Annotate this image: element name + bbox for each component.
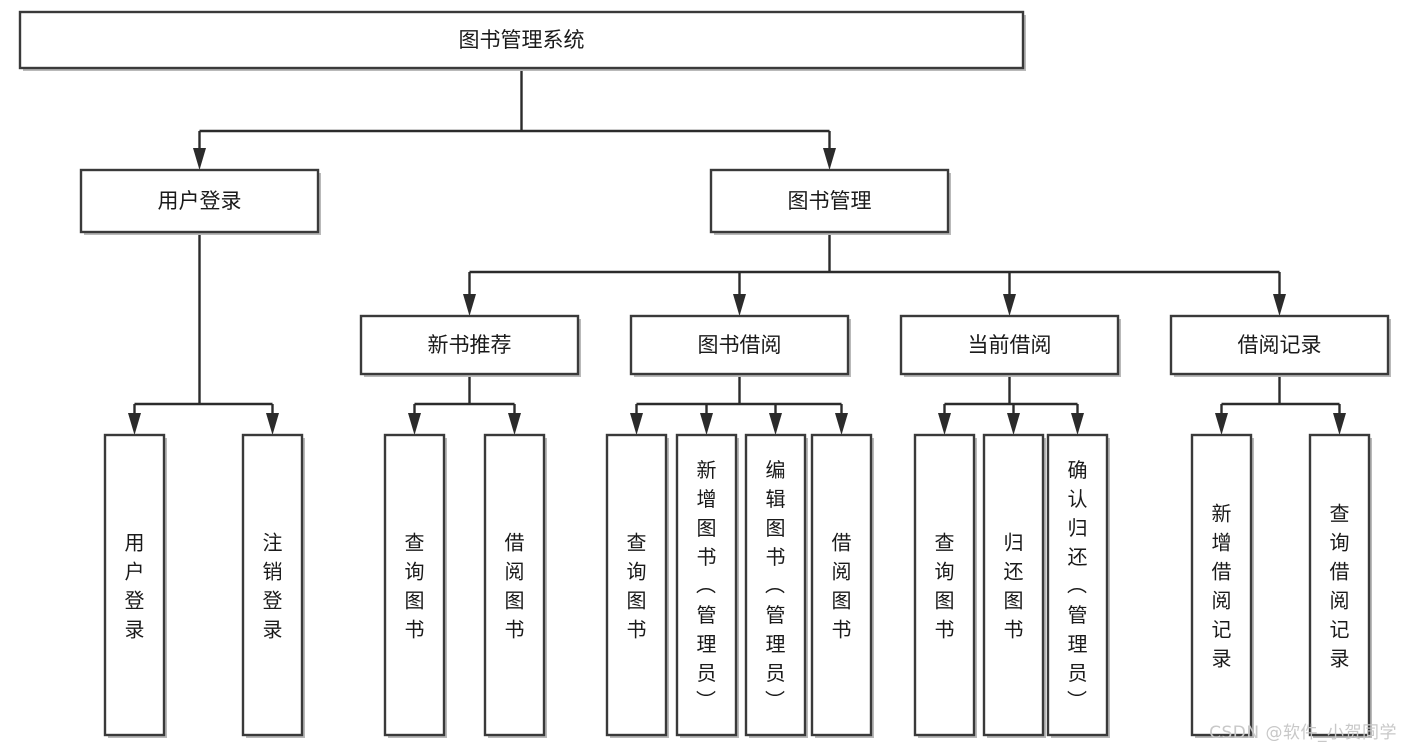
node-leaf-add-record[interactable]: 新增借阅记录 [1190,433,1254,738]
arrow-head-book-borrow [733,294,746,316]
node-label: 确认归还（管理员） [1067,458,1088,714]
arrow-head-book-manage [823,148,836,170]
node-label: 用户登录 [158,189,242,213]
node-label: 用户登录 [125,531,145,642]
node-leaf-query-book-1[interactable]: 查询图书 [383,433,447,738]
node-current-borrow[interactable]: 当前借阅 [899,314,1121,377]
arrow-head-leaf-edit-book [769,413,782,435]
node-label: 借阅图书 [832,531,852,642]
node-box[interactable] [1308,433,1371,737]
arrow-head-leaf-add-record [1215,413,1228,435]
node-label: 新书推荐 [428,333,512,357]
node-borrow-record[interactable]: 借阅记录 [1169,314,1391,377]
nodes-layer: 图书管理系统用户登录图书管理新书推荐图书借阅当前借阅借阅记录用户登录注销登录查询… [18,10,1391,738]
node-box[interactable] [103,433,166,737]
node-box[interactable] [359,314,580,376]
arrow-head-leaf-user-login [128,413,141,435]
node-box[interactable] [709,168,950,234]
node-box[interactable] [744,433,807,737]
node-label: 查询图书 [405,531,425,642]
node-label: 新增借阅记录 [1212,502,1232,671]
node-box[interactable] [1046,433,1109,737]
node-box[interactable] [810,433,873,737]
node-root[interactable]: 图书管理系统 [18,10,1026,71]
node-label: 查询图书 [627,531,647,642]
node-leaf-confirm-return[interactable]: 确认归还（管理员） [1046,433,1110,738]
arrow-head-leaf-borrow-book-1 [508,413,521,435]
node-label: 查询借阅记录 [1330,502,1350,671]
node-book-borrow[interactable]: 图书借阅 [629,314,851,377]
node-leaf-edit-book[interactable]: 编辑图书（管理员） [744,433,808,738]
arrow-head-leaf-confirm-return [1071,413,1084,435]
connector-group-user-login [128,232,279,435]
node-box[interactable] [1169,314,1390,376]
arrow-head-leaf-query-book-2 [630,413,643,435]
arrow-head-current-borrow [1003,294,1016,316]
node-box[interactable] [241,433,304,737]
node-box[interactable] [79,168,320,234]
node-new-book-rec[interactable]: 新书推荐 [359,314,581,377]
node-box[interactable] [913,433,976,737]
node-box[interactable] [605,433,668,737]
node-box[interactable] [982,433,1045,737]
watermark-label: CSDN @软件_小贺同学 [1209,723,1397,743]
node-label: 图书借阅 [698,333,782,357]
node-box[interactable] [18,10,1025,70]
node-leaf-return-book[interactable]: 归还图书 [982,433,1046,738]
node-label: 当前借阅 [968,333,1052,357]
node-box[interactable] [1190,433,1253,737]
connector-group-root [193,68,836,170]
connector-group-book-manage [463,232,1286,316]
node-label: 归还图书 [1004,531,1024,642]
arrow-head-leaf-query-book-3 [938,413,951,435]
node-leaf-borrow-book-2[interactable]: 借阅图书 [810,433,874,738]
node-label: 新增图书（管理员） [696,458,717,714]
node-leaf-user-login[interactable]: 用户登录 [103,433,167,738]
arrow-head-leaf-query-record [1333,413,1346,435]
arrow-head-leaf-return-book [1007,413,1020,435]
node-box[interactable] [675,433,738,737]
node-label: 借阅记录 [1238,333,1322,357]
arrow-head-borrow-record [1273,294,1286,316]
node-label: 图书管理 [788,189,872,213]
node-book-manage[interactable]: 图书管理 [709,168,951,235]
node-label: 借阅图书 [505,531,525,642]
arrow-head-leaf-borrow-book-2 [835,413,848,435]
connectors-layer [128,68,1346,435]
node-label: 编辑图书（管理员） [765,458,786,714]
arrow-head-new-book-rec [463,294,476,316]
node-box[interactable] [629,314,850,376]
node-leaf-query-book-2[interactable]: 查询图书 [605,433,669,738]
node-box[interactable] [383,433,446,737]
connector-group-current-borrow [938,374,1084,435]
node-leaf-logout[interactable]: 注销登录 [241,433,305,738]
node-label: 查询图书 [935,531,955,642]
node-box[interactable] [483,433,546,737]
arrow-head-leaf-query-book-1 [408,413,421,435]
node-box[interactable] [899,314,1120,376]
node-leaf-borrow-book-1[interactable]: 借阅图书 [483,433,547,738]
node-label: 图书管理系统 [459,28,585,52]
connector-group-borrow-record [1215,374,1346,435]
arrow-head-leaf-add-book [700,413,713,435]
node-leaf-query-book-3[interactable]: 查询图书 [913,433,977,738]
node-leaf-add-book[interactable]: 新增图书（管理员） [675,433,739,738]
node-leaf-query-record[interactable]: 查询借阅记录 [1308,433,1372,738]
node-user-login[interactable]: 用户登录 [79,168,321,235]
node-label: 注销登录 [263,531,283,642]
connector-group-new-book-rec [408,374,521,435]
arrow-head-leaf-logout [266,413,279,435]
connector-group-book-borrow [630,374,848,435]
arrow-head-user-login [193,148,206,170]
